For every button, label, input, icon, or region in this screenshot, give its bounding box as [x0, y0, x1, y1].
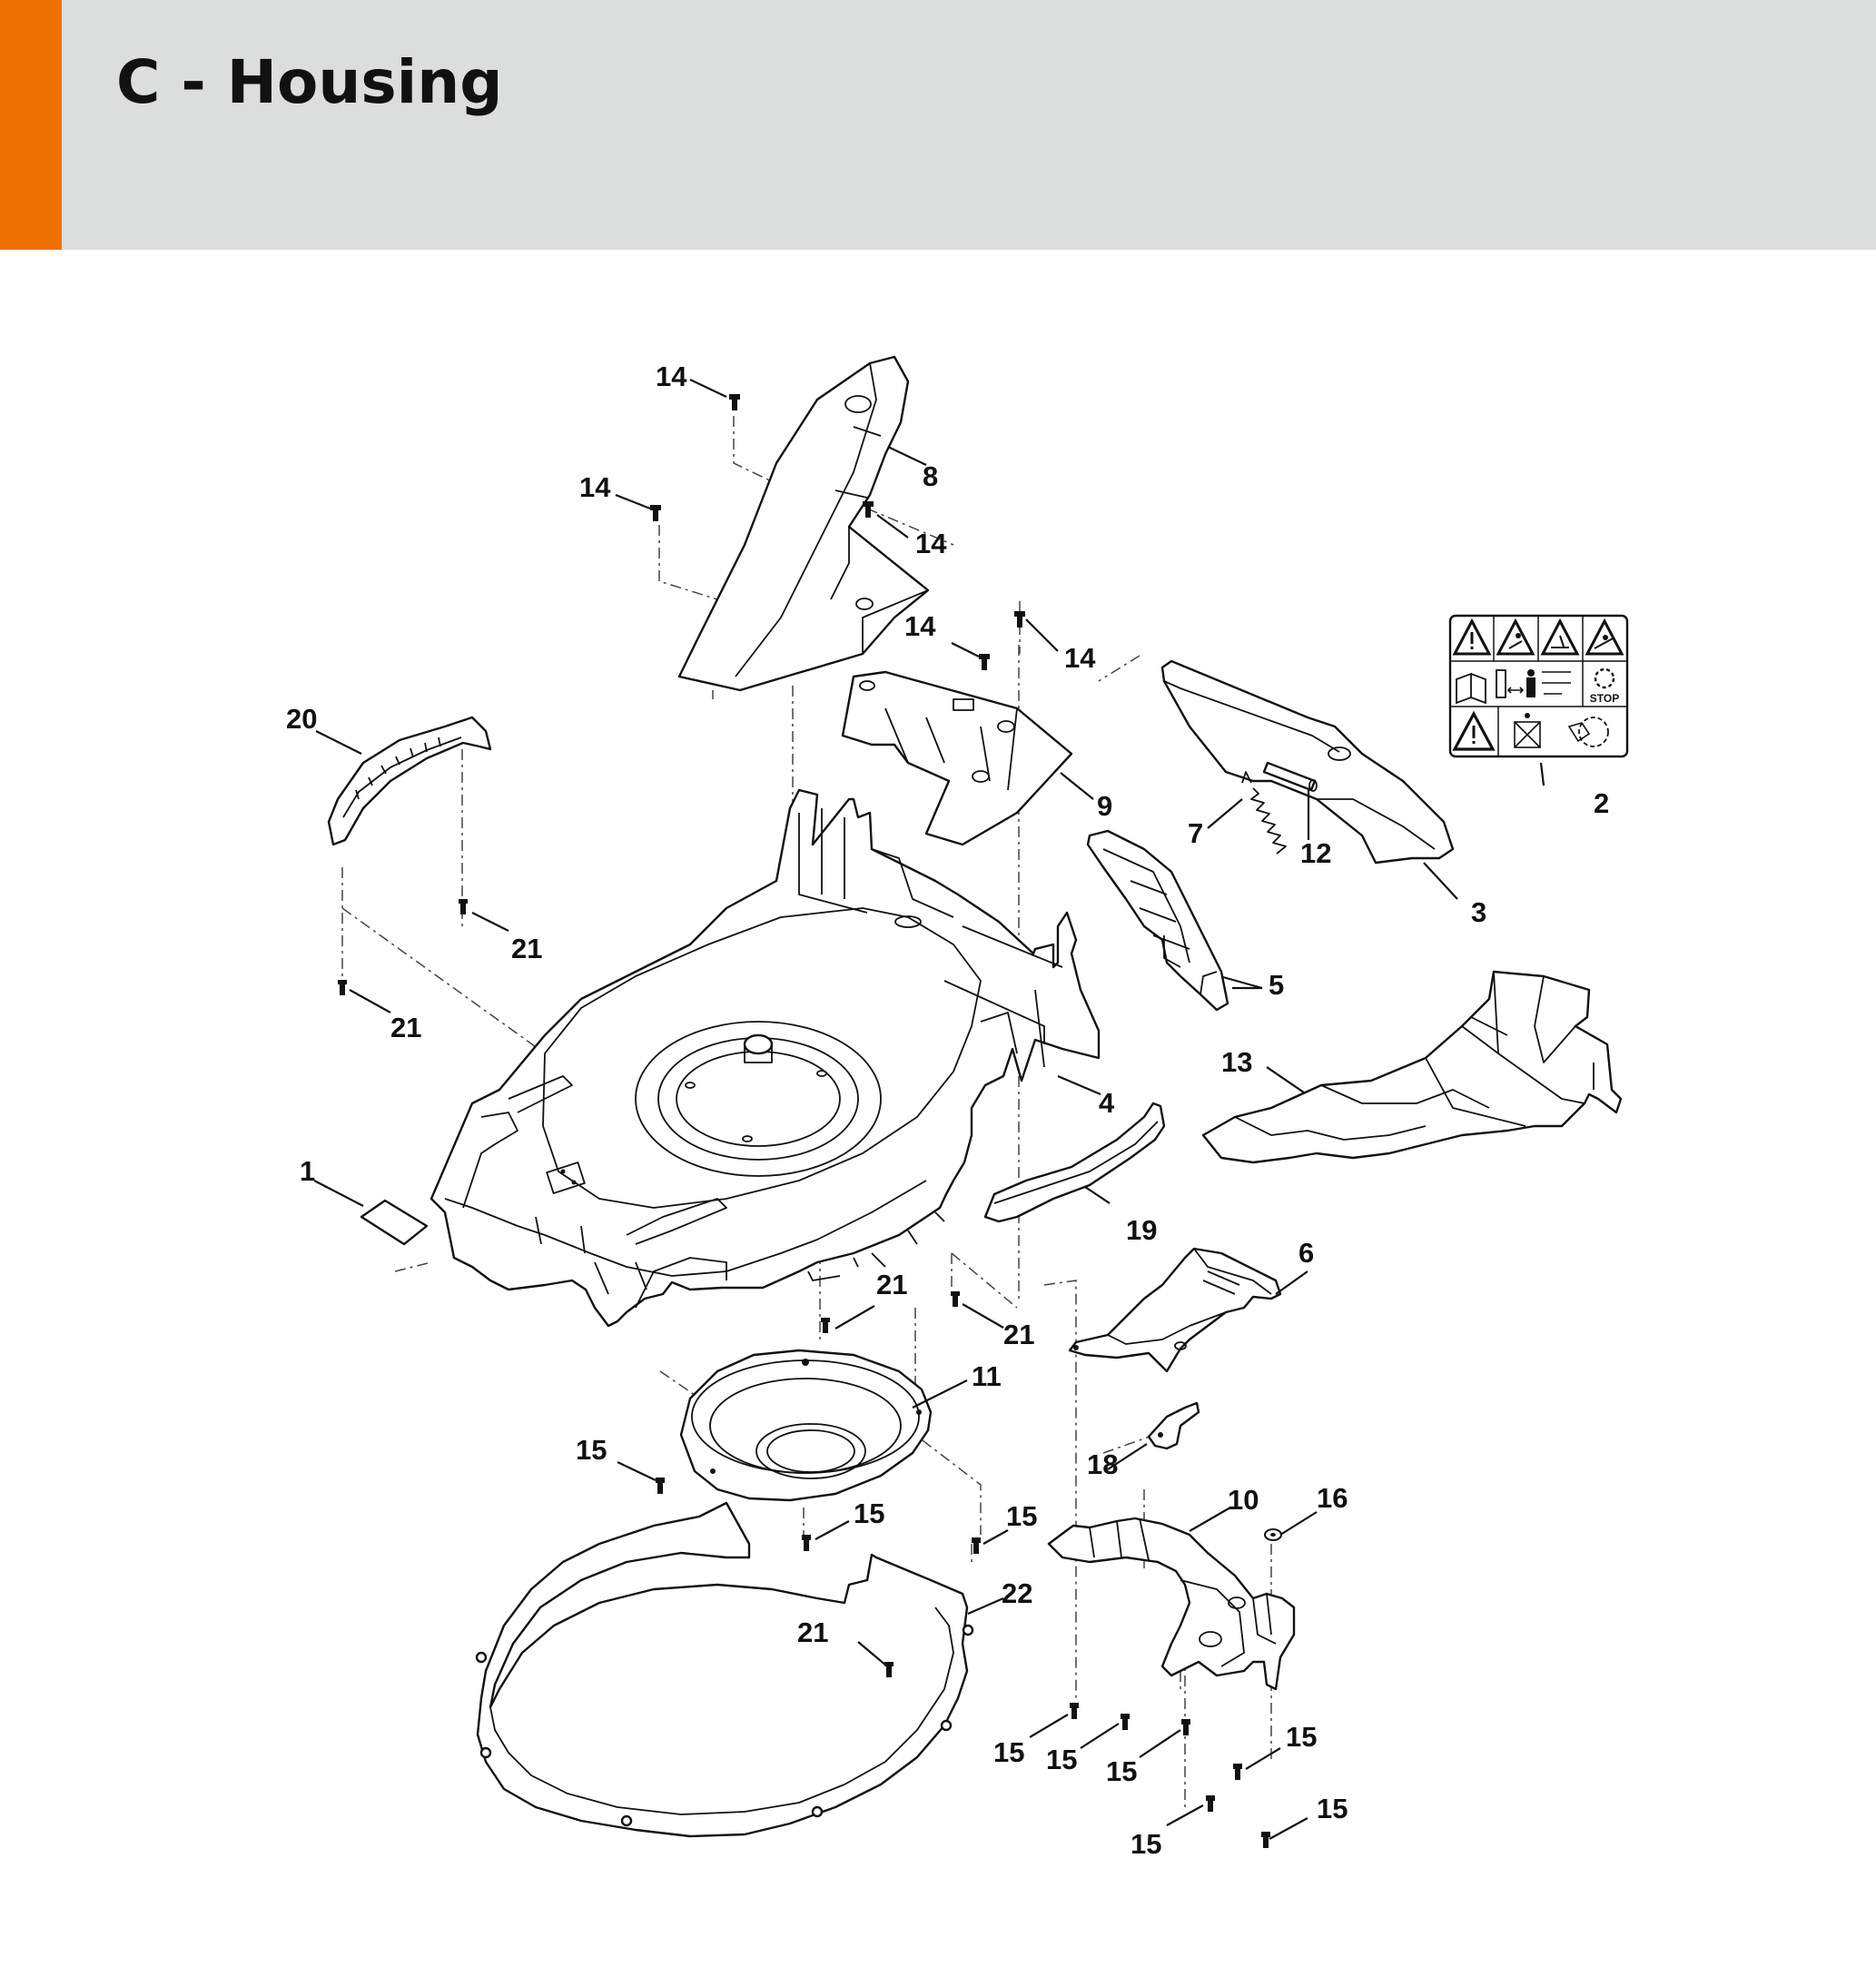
callout-4: 4 [1099, 1087, 1115, 1119]
callout-8: 8 [923, 460, 938, 492]
part-18-clip [1147, 1401, 1200, 1450]
slope-hazard-icon [1585, 618, 1624, 656]
callout-21: 21 [797, 1616, 828, 1648]
callout-12: 12 [1300, 837, 1331, 869]
screw-14-e [1014, 611, 1025, 628]
screw-14-b [650, 505, 661, 521]
callout-2: 2 [1594, 787, 1609, 819]
part-9-console [841, 670, 1073, 846]
callout-19: 19 [1126, 1214, 1157, 1246]
screw-21-e [884, 1662, 894, 1677]
screw-21-d [951, 1291, 960, 1307]
callout-21: 21 [390, 1012, 421, 1043]
part-10-lower-guide [1047, 1517, 1296, 1691]
part-3-rear-flap [1160, 659, 1455, 865]
screw-15-f [1181, 1719, 1190, 1735]
callout-7: 7 [1188, 817, 1203, 849]
screw-15-h [1206, 1795, 1215, 1812]
screw-15-c [972, 1537, 981, 1554]
callout-20: 20 [286, 703, 317, 735]
callout-22: 22 [1002, 1577, 1032, 1609]
part-22-skirt [475, 1501, 974, 1838]
screw-15-a [656, 1478, 665, 1494]
callout-15: 15 [1131, 1828, 1161, 1860]
read-manual-icon [1456, 672, 1486, 705]
callout-15: 15 [1317, 1793, 1348, 1824]
screw-14-d [979, 654, 990, 670]
screw-15-d [1070, 1703, 1079, 1719]
warning-icon [1452, 618, 1492, 656]
callout-11: 11 [972, 1360, 1002, 1392]
part-7-spring [1241, 771, 1287, 855]
callout-10: 10 [1228, 1484, 1259, 1516]
warning-icon [1452, 710, 1496, 751]
callout-15: 15 [1006, 1500, 1037, 1532]
part-1-label [360, 1199, 429, 1246]
callout-14: 14 [904, 610, 936, 642]
screw-14-a [729, 394, 740, 410]
callout-1: 1 [300, 1155, 315, 1187]
leader-lines [313, 379, 1545, 1840]
part-13-chute [1201, 970, 1623, 1164]
part-20-side-trim [327, 716, 492, 846]
screw-15-g [1233, 1764, 1242, 1780]
callout-18: 18 [1087, 1448, 1118, 1480]
screw-14-c [863, 501, 874, 518]
screw-15-e [1121, 1714, 1130, 1730]
callout-15: 15 [1046, 1744, 1077, 1775]
callout-21: 21 [511, 933, 542, 964]
screw-21-a [459, 899, 468, 914]
callout-15: 15 [854, 1498, 884, 1529]
screw-15-i [1261, 1832, 1270, 1848]
callout-13: 13 [1221, 1046, 1252, 1078]
stop-text: STOP [1590, 692, 1619, 705]
blade-hazard-icon [1540, 618, 1580, 656]
bystander-icon [1514, 713, 1541, 748]
header-accent [0, 0, 62, 250]
callout-15: 15 [576, 1434, 607, 1466]
screw-21-c [821, 1318, 830, 1333]
exploded-diagram: STOP [0, 250, 1876, 1972]
screws [338, 394, 1282, 1848]
part-19-front-trim [983, 1102, 1166, 1223]
part-12-pin [1262, 761, 1318, 792]
header-bar [0, 0, 1876, 250]
washer-16 [1264, 1528, 1282, 1541]
page-title: C - Housing [116, 47, 503, 117]
callout-14: 14 [656, 361, 687, 392]
callout-15: 15 [1286, 1721, 1317, 1753]
part-8-handle-bracket [677, 355, 930, 692]
callout-15: 15 [1106, 1755, 1137, 1787]
callout-14: 14 [915, 528, 947, 559]
thrown-objects-icon [1496, 618, 1535, 656]
hand-hazard-icon [1567, 717, 1609, 747]
callout-21: 21 [1003, 1319, 1034, 1350]
part-11-blade-cup [679, 1349, 933, 1502]
screw-15-b [802, 1535, 811, 1551]
callout-21: 21 [876, 1269, 907, 1300]
callout-5: 5 [1269, 969, 1284, 1001]
part-2-warning-label: STOP [1448, 614, 1629, 758]
part-5-side-flap [1086, 829, 1229, 1012]
callouts: 1 2 3 4 5 6 7 8 9 10 11 12 13 14 14 14 1… [286, 361, 1609, 1860]
callout-16: 16 [1317, 1482, 1348, 1514]
keep-distance-icon [1496, 669, 1571, 698]
callout-14: 14 [1064, 642, 1096, 674]
callout-3: 3 [1471, 896, 1486, 928]
callout-6: 6 [1298, 1237, 1314, 1269]
part-4-mower-deck [430, 788, 1101, 1328]
part-6-deflector [1068, 1247, 1282, 1373]
blade-stop-icon: STOP [1590, 667, 1619, 705]
callout-14: 14 [579, 471, 611, 503]
screw-21-b [338, 980, 347, 995]
callout-9: 9 [1097, 790, 1112, 822]
callout-15: 15 [993, 1736, 1024, 1768]
